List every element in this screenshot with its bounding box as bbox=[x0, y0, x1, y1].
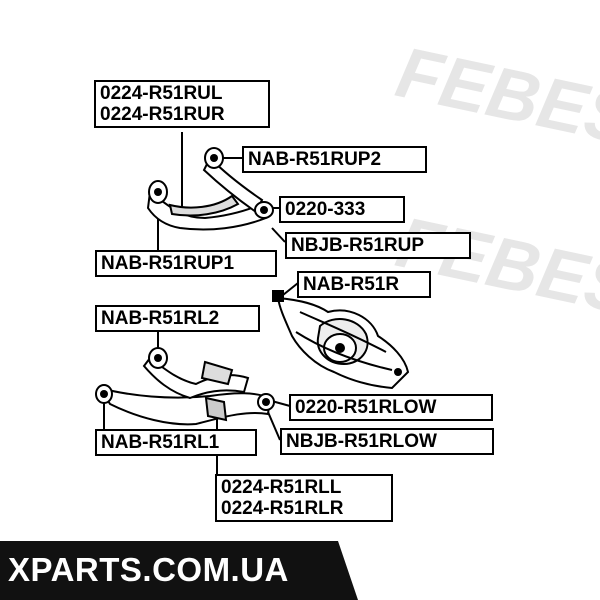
label-nab-r51rup1: NAB-R51RUP1 bbox=[95, 250, 277, 277]
label-nbjb-r51rup: NBJB-R51RUP bbox=[285, 232, 471, 259]
label-upper-arm: 0224-R51RUL 0224-R51RUR bbox=[94, 80, 270, 128]
label-nab-r51rl2: NAB-R51RL2 bbox=[95, 305, 260, 332]
label-nab-r51rup2: NAB-R51RUP2 bbox=[242, 146, 427, 173]
label-0220-r51rlow: 0220-R51RLOW bbox=[289, 394, 493, 421]
site-banner-text: XPARTS.COM.UA bbox=[8, 551, 289, 588]
label-0224-r51rur: 0224-R51RUR bbox=[100, 104, 225, 125]
site-banner: XPARTS.COM.UA bbox=[0, 541, 358, 600]
label-0224-r51rlr: 0224-R51RLR bbox=[221, 498, 344, 519]
label-0224-r51rll: 0224-R51RLL bbox=[221, 477, 342, 498]
label-lower-arm: 0224-R51RLL 0224-R51RLR bbox=[215, 474, 393, 522]
label-nbjb-r51rlow: NBJB-R51RLOW bbox=[280, 428, 494, 455]
label-nab-r51r: NAB-R51R bbox=[297, 271, 431, 298]
label-0224-r51rul: 0224-R51RUL bbox=[100, 83, 223, 104]
label-nab-r51rl1: NAB-R51RL1 bbox=[95, 429, 257, 456]
label-0220-333: 0220-333 bbox=[279, 196, 405, 223]
